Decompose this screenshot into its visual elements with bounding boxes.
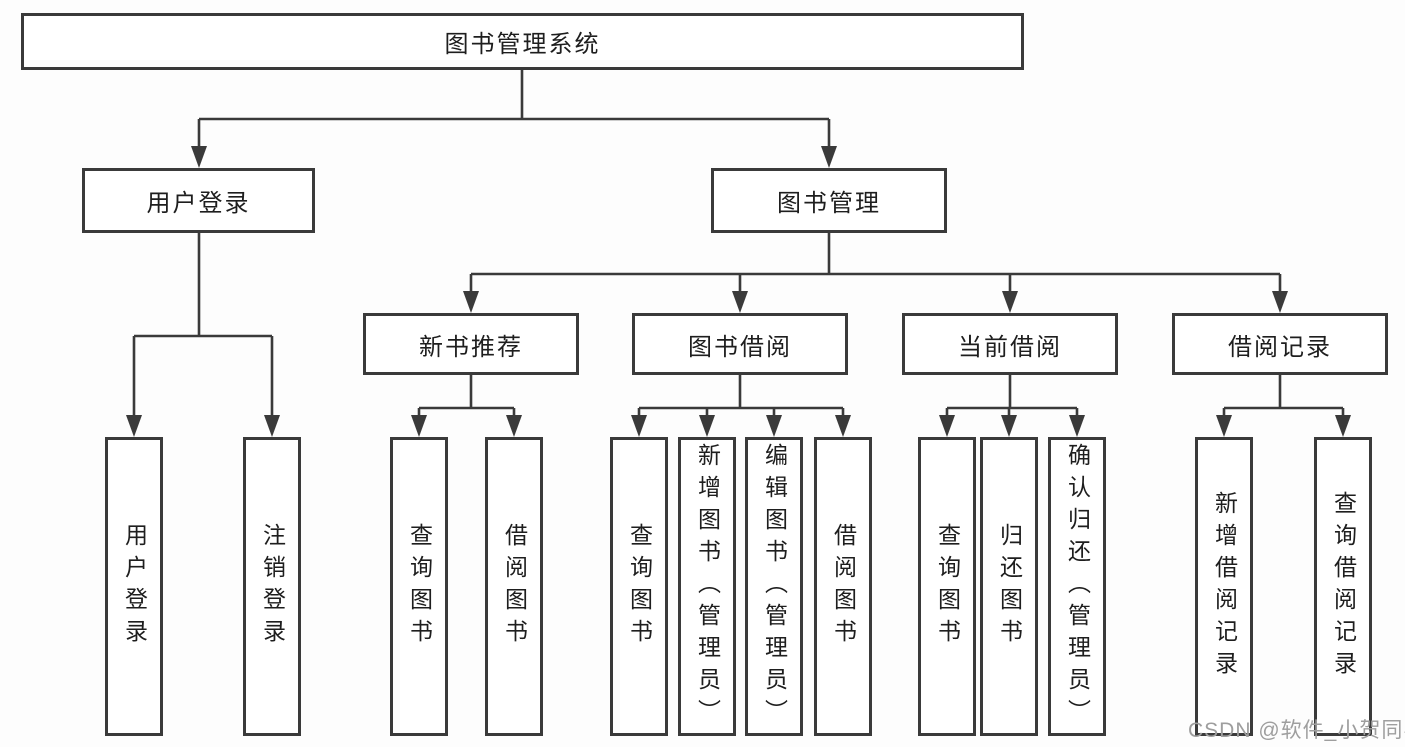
node-user-login-branch: 用户登录 [82,168,315,233]
node-search-books-recommend-leaf: 查询图书 [390,437,448,736]
node-label: 用户登录 [146,190,251,217]
node-borrow-books-recommend-leaf: 借阅图书 [485,437,543,736]
node-user-login-leaf: 用户登录 [105,437,163,736]
node-book-borrowing: 图书借阅 [632,313,848,375]
node-search-books-borrowing-leaf: 查询图书 [610,437,668,736]
node-label: 图书借阅 [688,333,792,361]
node-label: 用户登录 [121,522,148,651]
connector-new-book-to-leaves [411,375,522,437]
node-label: 新增借阅记录 [1211,490,1238,683]
node-borrowing-records: 借阅记录 [1172,313,1388,375]
node-borrow-books-borrowing-leaf: 借阅图书 [814,437,872,736]
connector-borrow-records-to-leaves [1216,375,1351,437]
connector-book-mgmt-to-modules [463,233,1288,313]
node-label: 借阅记录 [1228,333,1332,361]
connector-current-borrow-to-leaves [939,375,1085,437]
csdn-watermark: CSDN @软件_小贺同学 [1188,719,1405,742]
node-logout-login-leaf: 注销登录 [243,437,301,736]
node-label: 确认归还（管理员） [1064,442,1091,731]
node-label: 新增图书（管理员） [694,442,721,731]
node-label: 图书管理 [777,190,881,217]
node-label: 借阅图书 [830,522,857,651]
connector-user-login-to-leaves [126,233,280,437]
node-current-borrowing: 当前借阅 [902,313,1118,375]
connector-root-to-branches [191,69,837,168]
node-label: 借阅图书 [501,522,528,651]
node-label: 查询图书 [406,522,433,651]
node-label: 查询图书 [934,522,961,651]
node-label: 查询图书 [626,522,653,651]
node-label: 归还图书 [996,522,1023,651]
node-label: 查询借阅记录 [1330,490,1357,683]
node-add-borrow-record-leaf: 新增借阅记录 [1195,437,1253,736]
node-confirm-return-admin-leaf: 确认归还（管理员） [1048,437,1106,736]
node-add-books-admin-leaf: 新增图书（管理员） [678,437,736,736]
node-label: 图书管理系统 [444,31,601,58]
node-library-management-system: 图书管理系统 [21,13,1024,70]
node-edit-books-admin-leaf: 编辑图书（管理员） [745,437,803,736]
node-book-management-branch: 图书管理 [711,168,947,233]
connector-book-borrow-to-leaves [631,375,851,437]
node-search-books-current-leaf: 查询图书 [918,437,976,736]
node-label: 编辑图书（管理员） [761,442,788,731]
node-search-borrow-record-leaf: 查询借阅记录 [1314,437,1372,736]
node-new-book-recommendation: 新书推荐 [363,313,579,375]
node-label: 注销登录 [259,522,286,651]
node-label: 当前借阅 [958,333,1062,361]
node-label: 新书推荐 [419,333,523,361]
node-return-books-leaf: 归还图书 [980,437,1038,736]
